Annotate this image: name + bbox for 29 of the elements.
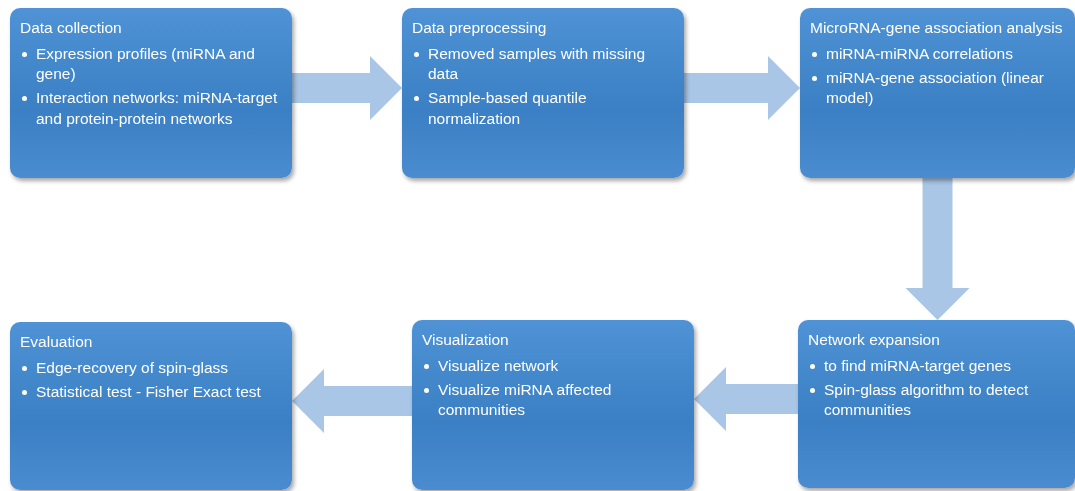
box-heading: Data collection [20,18,123,38]
process-box [10,322,292,490]
bullet-text: miRNA-miRNA correlations [826,45,1013,63]
block-arrow [292,56,402,120]
bullet-text: Removed samples with missing data [428,45,646,83]
box-heading: Evaluation [20,332,94,352]
box-heading: Data preprocessing [412,18,548,38]
process-box [798,320,1075,488]
bullet-text: Statistical test - Fisher Exact test [36,383,261,401]
box-heading: MicroRNA-gene association analysis [810,18,1064,38]
block-arrow [292,369,412,433]
box-heading: Network expansion [808,330,941,350]
bullet-text: Interaction networks: miRNA-target and protein-protein networks [36,89,278,127]
block-arrow [684,56,800,120]
bullet-text: Edge-recovery of spin-glass [36,359,229,377]
box-heading: Visualization [422,330,510,350]
process-box [402,8,684,178]
process-box [10,8,292,178]
bullet-text: Visualize miRNA affected communities [438,381,612,419]
process-box [800,8,1075,178]
bullet-text: Sample-based quantile normalization [428,89,587,127]
bullet-text: Visualize network [438,357,559,375]
bullet-text: Spin-glass algorithm to detect communities [824,381,1029,419]
block-arrow [905,178,970,320]
bullet-text: miRNA-gene association (linear model) [826,69,1044,107]
bullet-text: to find miRNA-target genes [824,357,1011,375]
block-arrow [694,367,798,431]
bullet-text: Expression profiles (miRNA and gene) [36,45,255,83]
process-box [412,320,694,490]
